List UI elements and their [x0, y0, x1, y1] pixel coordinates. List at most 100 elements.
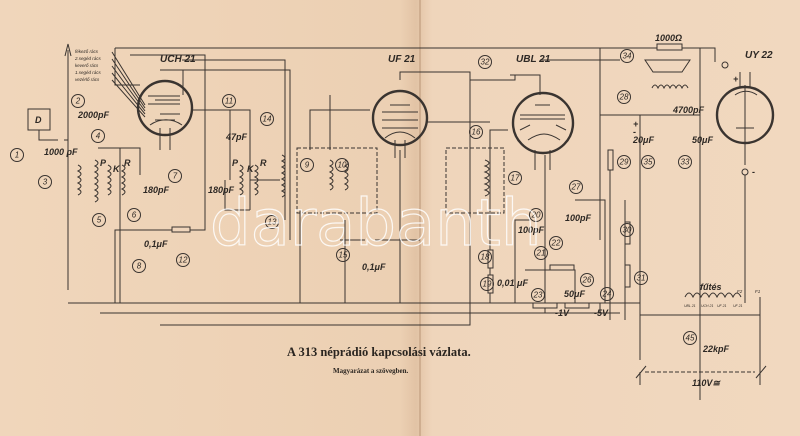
- callout-number: 22: [551, 239, 561, 248]
- figure-subcaption: Magyarázat a szövegben.: [333, 367, 408, 375]
- callout-circle: [478, 250, 492, 264]
- value-c27: 100pF: [565, 213, 592, 223]
- value-c7: 180pF: [143, 185, 170, 195]
- tube-uch21: UCH 21: [136, 54, 196, 150]
- grid-label: 1.segéd rács: [75, 70, 102, 75]
- callout-number: 15: [339, 251, 348, 260]
- callout-circle: [469, 125, 483, 139]
- callout-circle: [580, 273, 594, 287]
- callout-number: 29: [619, 158, 629, 167]
- callout-circle: [634, 271, 648, 285]
- value-c33: 50μF: [692, 135, 713, 145]
- callout-number: 14: [263, 115, 272, 124]
- value-c11: 47pF: [225, 132, 248, 142]
- callout-number: 27: [571, 183, 581, 192]
- value-c35: 20μF: [632, 135, 654, 145]
- resistors: [171, 43, 683, 309]
- callout-number: 23: [533, 291, 543, 300]
- if-transformer-shield-2: [445, 147, 505, 214]
- callout-circle: [600, 287, 614, 301]
- callout-circle: [678, 155, 692, 169]
- tube-label-uf21: UF 21: [388, 54, 416, 65]
- heater-chain: fűtés UBL 21 UCH 21 UF 21 UF 21 F2 F1: [684, 282, 761, 308]
- antenna-box: [27, 108, 51, 131]
- callout-circle: [480, 277, 494, 291]
- tube-label-uy22: UY 22: [745, 50, 773, 61]
- polarity-plus: +: [633, 119, 639, 129]
- value-c28: 4700pF: [672, 105, 705, 115]
- callout-circle: [10, 148, 24, 162]
- callout-circle: [92, 213, 106, 227]
- callout-number: 30: [623, 226, 632, 235]
- callout-circle: [71, 94, 85, 108]
- callout-number: 8: [137, 262, 142, 271]
- callout-number: 7: [173, 172, 178, 181]
- value-c8: 0,1μF: [144, 239, 168, 249]
- callout-number: 10: [338, 161, 347, 170]
- tube-uy22: UY 22: [715, 50, 775, 176]
- coil-label-r: R: [124, 158, 131, 168]
- callout-number: 9: [305, 161, 310, 170]
- callout-number: 31: [637, 274, 646, 283]
- callout-number: 6: [132, 211, 137, 220]
- speaker-icon: [644, 59, 691, 73]
- callout-circle: [222, 94, 236, 108]
- watermark: darabanth: [210, 187, 541, 261]
- callout-circle: [478, 55, 492, 69]
- heater-tube-label: UBL 21: [684, 304, 696, 308]
- callout-circle: [641, 155, 655, 169]
- wiring: [38, 43, 767, 400]
- callout-number: 24: [602, 290, 612, 299]
- callout-circle: [529, 208, 543, 222]
- value-c45: 22kpF: [702, 344, 730, 354]
- tube-uf21: UF 21: [371, 54, 429, 158]
- callout-number: 20: [531, 211, 541, 220]
- callout-number: 16: [472, 128, 481, 137]
- tube-label-uch21: UCH 21: [160, 54, 196, 65]
- coil-label-p: P: [100, 158, 107, 168]
- callout-number: 13: [268, 218, 277, 227]
- heater-label: fűtés: [700, 282, 722, 292]
- heater-tube-label: UCH 21: [701, 304, 714, 308]
- value-c21: 0,01 μF: [497, 278, 528, 288]
- callout-number: 28: [619, 93, 629, 102]
- callout-circle: [91, 129, 105, 143]
- figure-caption: A 313 néprádió kapcsolási vázlata.: [287, 345, 471, 359]
- callout-number: 26: [582, 276, 592, 285]
- callout-number: 35: [644, 158, 653, 167]
- callout-number: 18: [481, 253, 490, 262]
- coil-label-k: K: [247, 164, 255, 174]
- value-c1: 1000 pF: [44, 147, 78, 157]
- callout-circle: [265, 215, 279, 229]
- callout-circle: [620, 49, 634, 63]
- callout-number: 3: [43, 178, 48, 187]
- value-c15: 0,1μF: [362, 262, 386, 272]
- heater-tube-label: UF 21: [733, 304, 743, 308]
- callout-circle: [168, 169, 182, 183]
- callout-number: 1: [15, 151, 19, 160]
- coils: [76, 59, 742, 299]
- value-c20: 100pF: [518, 225, 545, 235]
- callout-circle: [620, 223, 634, 237]
- callout-number: 17: [511, 174, 520, 183]
- callout-number: 45: [686, 334, 695, 343]
- callout-number: 33: [681, 158, 690, 167]
- callout-circle: [176, 253, 190, 267]
- callout-circle: [549, 236, 563, 250]
- coil-label-p: P: [232, 158, 239, 168]
- callout-circle: [260, 112, 274, 126]
- value-c-osc: 180pF: [208, 185, 235, 195]
- callout-number: 34: [623, 52, 632, 61]
- value-minus-5v: -5V: [594, 308, 609, 318]
- callout-circle: [132, 259, 146, 273]
- grid-label: keverő rács: [75, 63, 99, 68]
- callout-number: 2: [75, 97, 81, 106]
- grid-label: fékező rács: [75, 49, 99, 54]
- coil-label-r: R: [260, 158, 267, 168]
- grid-labels: fékező rács 2.segéd rács keverő rács 1.s…: [74, 49, 146, 118]
- callout-circle: [534, 246, 548, 260]
- callout-number: 12: [179, 256, 188, 265]
- value-mains-voltage: 110V≅: [692, 378, 721, 388]
- callout-circle: [300, 158, 314, 172]
